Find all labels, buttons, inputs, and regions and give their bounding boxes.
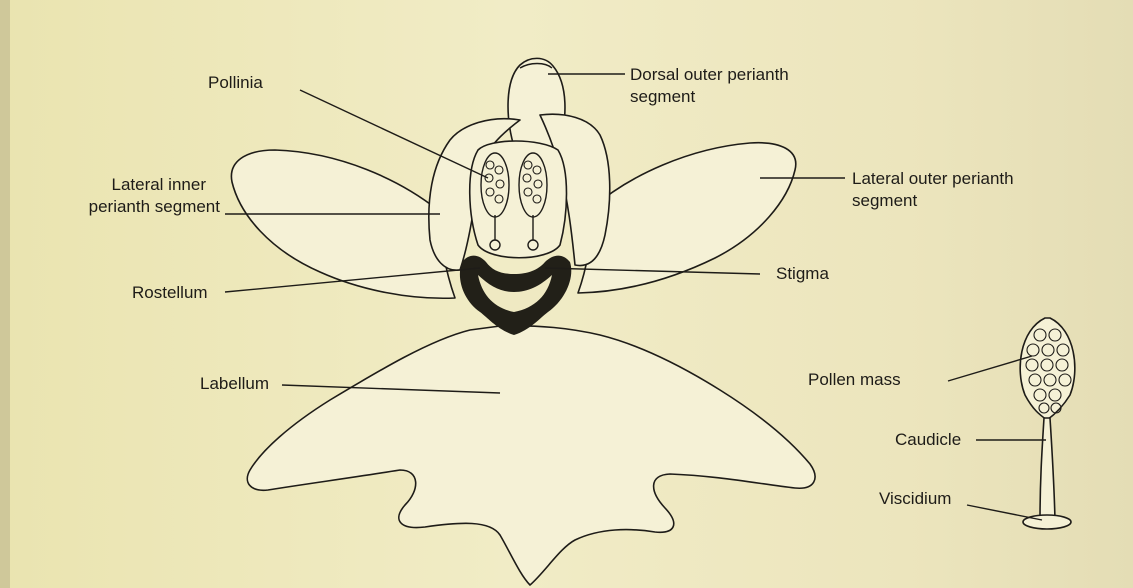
label-labellum: Labellum	[200, 373, 269, 395]
column	[470, 141, 567, 258]
label-pollinia: Pollinia	[208, 72, 263, 94]
label-viscidium: Viscidium	[879, 488, 951, 510]
label-dorsal-segment: Dorsal outer perianth segment	[630, 64, 789, 108]
label-lateral-outer-segment: Lateral outer perianth segment	[852, 168, 1014, 212]
caudicle-stalk	[1040, 418, 1055, 520]
pollen-mass-drawing	[1020, 318, 1075, 420]
left-lateral-petal	[231, 150, 455, 298]
leader-viscidium	[967, 505, 1042, 520]
label-caudicle: Caudicle	[895, 429, 961, 451]
page-edge-shadow	[0, 0, 10, 588]
label-rostellum: Rostellum	[132, 282, 208, 304]
label-lateral-inner-segment: Lateral inner perianth segment	[12, 174, 220, 218]
label-pollen-mass: Pollen mass	[808, 369, 901, 391]
label-stigma: Stigma	[776, 263, 829, 285]
labellum-shape	[247, 326, 815, 585]
